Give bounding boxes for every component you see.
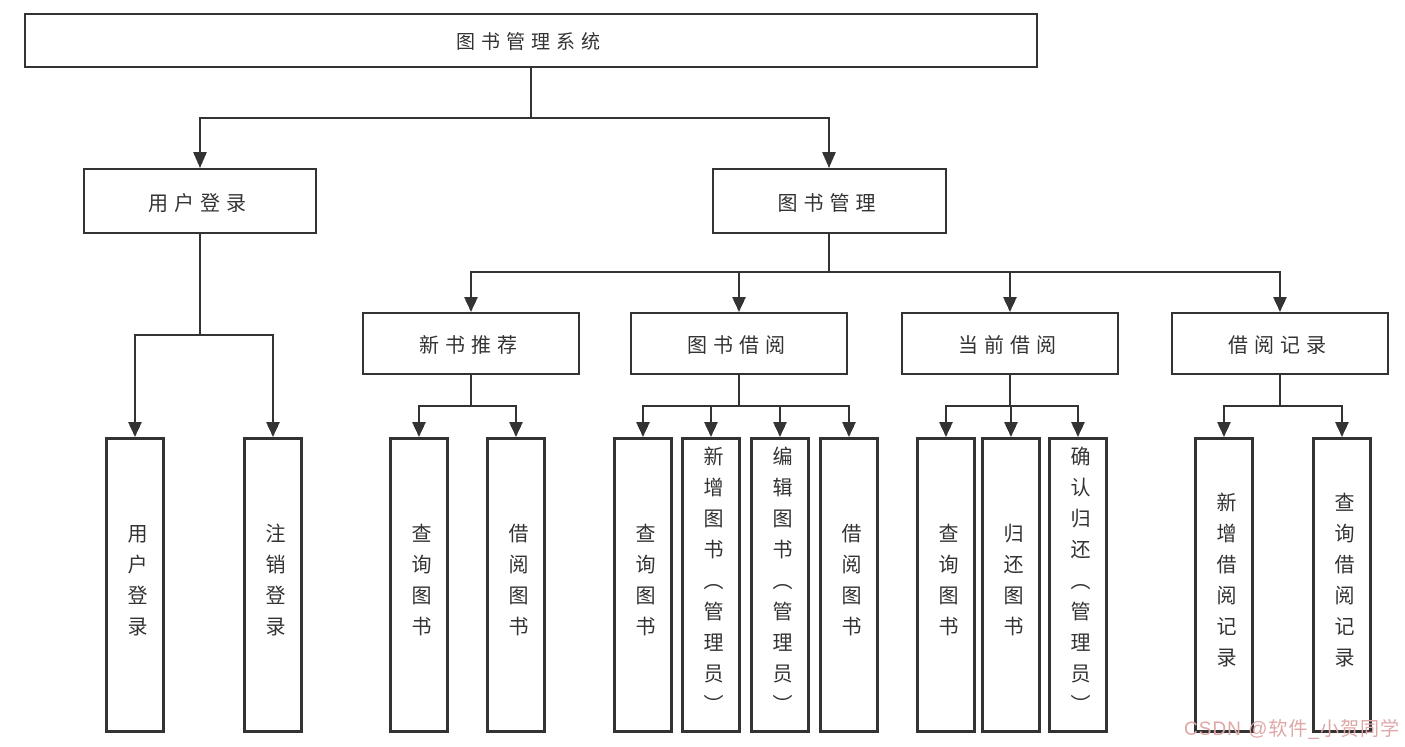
node-leaf-add-book-admin: 新增图书（管理员） bbox=[681, 437, 741, 733]
node-leaf-query-book-3: 查询图书 bbox=[916, 437, 976, 733]
node-leaf-logout: 注销登录 bbox=[243, 437, 303, 733]
leaf-label: 新增图书（管理员） bbox=[700, 445, 722, 725]
node-borrow-record: 借阅记录 bbox=[1171, 312, 1389, 375]
leaf-label: 编辑图书（管理员） bbox=[769, 445, 791, 725]
leaf-label: 查询图书 bbox=[632, 523, 654, 647]
node-leaf-add-borrow-record: 新增借阅记录 bbox=[1194, 437, 1254, 733]
node-library-management-system: 图书管理系统 bbox=[24, 13, 1038, 68]
connector-current-borrow-children bbox=[939, 375, 1085, 437]
leaf-label: 确认归还（管理员） bbox=[1067, 445, 1089, 725]
leaf-label: 查询借阅记录 bbox=[1331, 492, 1353, 678]
leaf-label: 用户登录 bbox=[124, 523, 146, 647]
connector-root-to-level2 bbox=[193, 68, 836, 168]
connector-borrow-record-children bbox=[1217, 375, 1349, 437]
connector-book-management-to-sections bbox=[464, 234, 1287, 312]
node-current-borrow: 当前借阅 bbox=[901, 312, 1119, 375]
node-leaf-query-book-1: 查询图书 bbox=[389, 437, 449, 733]
leaf-label: 归还图书 bbox=[1000, 523, 1022, 647]
node-new-book-recommend: 新书推荐 bbox=[362, 312, 580, 375]
node-leaf-return-book: 归还图书 bbox=[981, 437, 1041, 733]
node-leaf-edit-book-admin: 编辑图书（管理员） bbox=[750, 437, 810, 733]
node-leaf-user-login: 用户登录 bbox=[105, 437, 165, 733]
connector-new-book-children bbox=[412, 375, 523, 437]
leaf-label: 注销登录 bbox=[262, 523, 284, 647]
node-leaf-confirm-return-admin: 确认归还（管理员） bbox=[1048, 437, 1108, 733]
leaf-label: 新增借阅记录 bbox=[1213, 492, 1235, 678]
node-user-login: 用户登录 bbox=[83, 168, 317, 234]
connector-book-borrow-children bbox=[636, 375, 856, 437]
leaf-label: 查询图书 bbox=[935, 523, 957, 647]
node-leaf-borrow-book-1: 借阅图书 bbox=[486, 437, 546, 733]
node-leaf-borrow-book-2: 借阅图书 bbox=[819, 437, 879, 733]
node-book-borrow: 图书借阅 bbox=[630, 312, 848, 375]
connector-user-login-children bbox=[128, 234, 280, 437]
node-book-management: 图书管理 bbox=[712, 168, 947, 234]
node-leaf-query-book-2: 查询图书 bbox=[613, 437, 673, 733]
leaf-label: 借阅图书 bbox=[505, 523, 527, 647]
node-leaf-query-borrow-record: 查询借阅记录 bbox=[1312, 437, 1372, 733]
csdn-watermark: CSDN @软件_小贺同学 bbox=[1184, 719, 1400, 740]
leaf-label: 借阅图书 bbox=[838, 523, 860, 647]
leaf-label: 查询图书 bbox=[408, 523, 430, 647]
